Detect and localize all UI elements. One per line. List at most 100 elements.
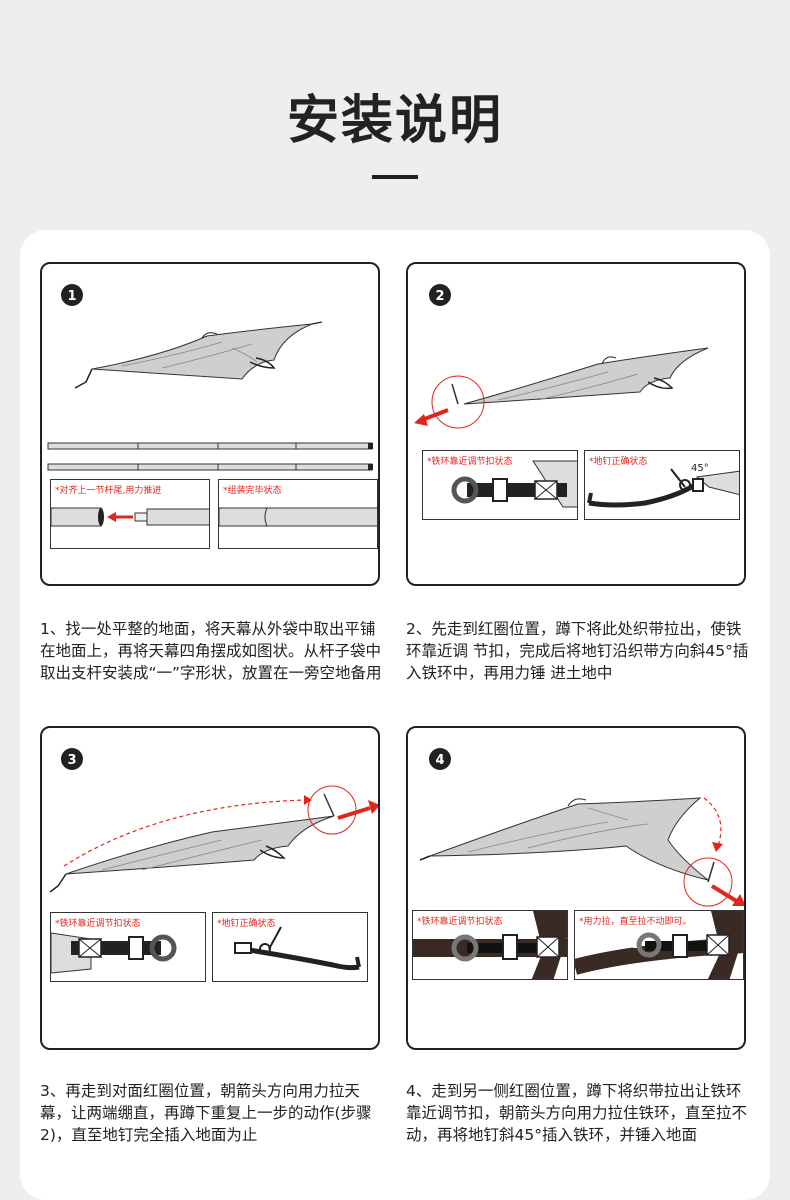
- patch-cross: [534, 480, 558, 500]
- step-1-sub-right: *组装完毕状态: [218, 479, 378, 549]
- stake: [451, 383, 459, 405]
- buckle: [692, 478, 704, 492]
- tarp-strap-loop: [259, 845, 286, 859]
- metal-ring: [679, 479, 691, 491]
- webbing-strap: [588, 482, 697, 508]
- pull-path-arrow-head: [712, 842, 723, 852]
- pull-tight-illustration: [575, 911, 743, 979]
- tarp-top-loop: [567, 798, 587, 807]
- pole-seam: [264, 507, 268, 527]
- push-arrow-head: [107, 512, 116, 522]
- sub-label: *地钉正确状态: [217, 919, 276, 929]
- pole-joined: [219, 507, 377, 527]
- sub-label: *铁环靠近调节扣状态: [427, 457, 513, 467]
- strap-end: [587, 492, 593, 504]
- highlight-circle: [683, 857, 733, 907]
- step-number: 3: [67, 753, 76, 768]
- step-1-sub-left: *对齐上一节杆尾,用力推进: [50, 479, 210, 549]
- stake: [707, 861, 715, 883]
- step-4-illustration: 4: [419, 748, 744, 907]
- pole-segment-insert: [146, 508, 209, 526]
- step-2-illustration: 2: [414, 284, 709, 429]
- pull-path-dashed: [63, 799, 307, 867]
- sub-label: *对齐上一节杆尾,用力推进: [55, 486, 162, 496]
- step-1-panel: 1 *对齐上一节杆尾,用力推进 *组装完毕状态: [40, 262, 380, 586]
- tarp-guyline-right: [311, 321, 323, 325]
- tarp-shape: [429, 797, 709, 881]
- metal-ring: [451, 476, 479, 504]
- ring-buckle-illustration: [413, 911, 567, 979]
- tarp-shape: [463, 347, 709, 405]
- step-1-caption: 1、找一处平整的地面，将天幕从外袋中取出平铺在地面上，再将天幕四角摆成如图状。从…: [40, 620, 382, 682]
- step-number: 1: [67, 289, 76, 304]
- tarp-folds: [121, 341, 258, 369]
- step-3-sub-left: *铁环靠近调节扣状态: [50, 912, 206, 982]
- tarp-top-loop: [201, 332, 218, 339]
- strap-end: [355, 956, 361, 968]
- stake: [323, 793, 335, 817]
- step-number: 2: [435, 289, 444, 304]
- ring-buckle-illustration: [51, 932, 177, 974]
- tarp-shape: [91, 323, 313, 380]
- step-number: 4: [435, 753, 444, 768]
- direction-arrow-head: [732, 894, 744, 906]
- metal-ring: [149, 934, 177, 962]
- title-underline: [372, 175, 418, 179]
- stake: [268, 926, 282, 950]
- pole-assembled-top: [47, 442, 373, 450]
- step-number-badge: [61, 748, 83, 770]
- step-3-illustration: 3: [49, 748, 378, 893]
- direction-arrow-head: [368, 800, 378, 814]
- metal-ring: [636, 932, 662, 958]
- pull-path-dashed: [703, 797, 722, 847]
- step-4-caption: 4、走到另一侧红圈位置，蹲下将织带拉出让铁环靠近调节扣，朝箭头方向用力拉住铁环，…: [406, 1082, 748, 1144]
- pole-end-cap: [368, 443, 373, 449]
- step-2-caption: 2、先走到红圈位置，蹲下将此处织带拉出，使铁环靠近调 节扣，完成后将地钉沿织带方…: [406, 620, 749, 682]
- step-2-sub-left: *铁环靠近调节扣状态: [422, 450, 578, 520]
- tarp-guyline-left: [49, 873, 67, 893]
- highlight-circle: [307, 785, 357, 835]
- sub-label: *地钉正确状态: [589, 457, 648, 467]
- direction-arrow-head: [414, 414, 428, 426]
- step-number-badge: [429, 284, 451, 306]
- tarp-folds: [467, 807, 649, 853]
- pole-end-cap: [368, 464, 373, 470]
- pull-path-arrow-head: [304, 795, 312, 805]
- direction-arrow-line: [337, 806, 371, 820]
- direction-arrow-line: [421, 408, 449, 422]
- step-4-sub-left: *铁环靠近调节扣状态: [412, 910, 568, 980]
- tarp-top-loop: [601, 356, 617, 365]
- buckle: [502, 934, 518, 960]
- step-number-badge: [429, 748, 451, 770]
- patch-cross: [536, 936, 560, 958]
- step-4-sub-right: *用力拉，直至拉不动即可。: [574, 910, 744, 980]
- step-number-badge: [61, 284, 83, 306]
- stake-correct-illustration: [234, 926, 361, 971]
- angle-label: 45°: [691, 463, 709, 474]
- step-3-sub-right: *地钉正确状态: [212, 912, 368, 982]
- patch-cross: [706, 934, 730, 956]
- patch-cross: [78, 938, 102, 958]
- pole-tip: [134, 512, 148, 522]
- tarp-corner: [695, 470, 739, 496]
- sub-label: *铁环靠近调节扣状态: [417, 917, 503, 927]
- pole-segment: [51, 507, 102, 527]
- step-2-panel: 2 *铁环靠近调节扣状态 *地钉正确状态 45°: [406, 262, 746, 586]
- tarp-strap-loop: [647, 377, 674, 390]
- step-2-sub-right: *地钉正确状态 45°: [584, 450, 740, 520]
- pole-opening: [98, 508, 104, 526]
- pole-push-illustration: [51, 507, 209, 527]
- tarp-strap-loop: [249, 357, 276, 369]
- pole-assembled-bottom: [47, 463, 373, 471]
- step-3-panel: 3 *铁环靠近调节扣状态 *地钉正确状态: [40, 726, 380, 1050]
- step-4-panel: 4 *铁环靠近调节扣状态 *用力拉，直至拉不动即可。: [406, 726, 746, 1050]
- page-title: 安装说明: [286, 91, 503, 151]
- buckle: [672, 934, 688, 958]
- step-3-caption: 3、再走到对面红圈位置，朝箭头方向用力拉天幕，让两端绷直，再蹲下重复上一步的动作…: [40, 1082, 372, 1144]
- sub-label: *用力拉，直至拉不动即可。: [579, 917, 692, 927]
- pull-arrow-head: [587, 942, 595, 952]
- tarp-guyline-left: [419, 855, 431, 861]
- stake: [670, 468, 686, 488]
- tarp-folds: [497, 371, 639, 401]
- sub-label: *组装完毕状态: [223, 486, 282, 496]
